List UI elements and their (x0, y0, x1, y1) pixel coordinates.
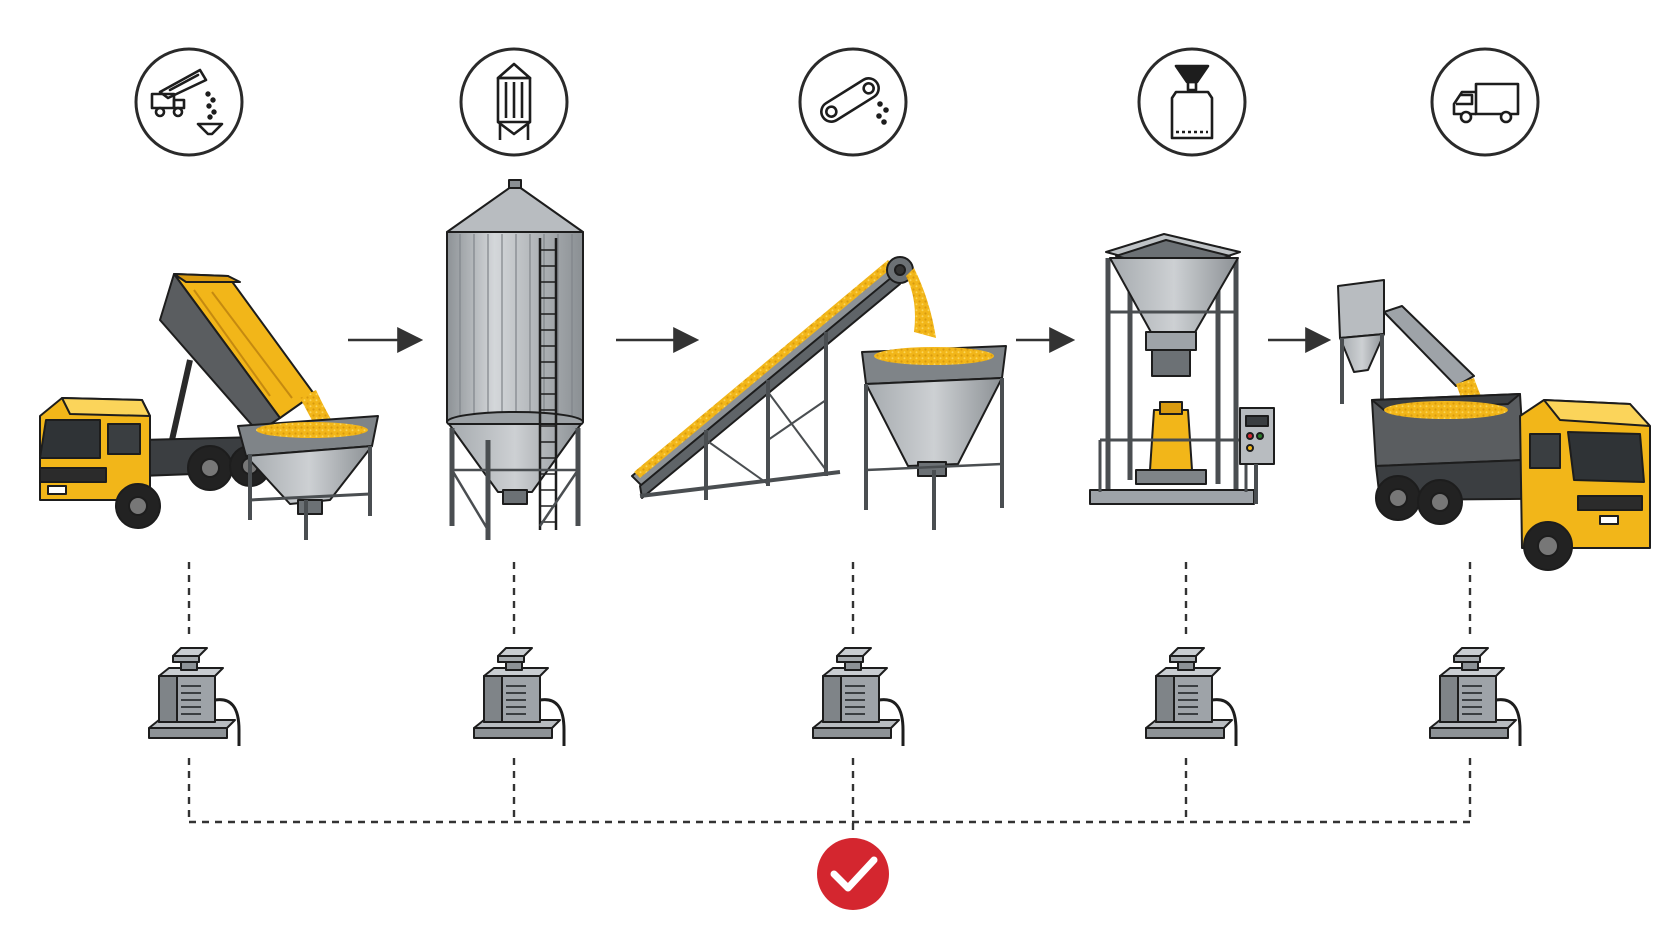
stage-icon-storage (461, 49, 567, 155)
dump-truck-unloading-into-hopper (40, 274, 378, 540)
load-cell-icon (149, 648, 239, 746)
load-cells (149, 648, 1520, 746)
truck-loadout (1338, 280, 1650, 570)
load-cell-icon (813, 648, 903, 746)
stage-icon-unloading (136, 49, 242, 155)
load-cell-icon (1430, 648, 1520, 746)
bagging-machine (1090, 234, 1274, 504)
inclined-belt-conveyor (632, 257, 1006, 530)
load-cell-icon (474, 648, 564, 746)
stage-icon-conveying (800, 49, 906, 155)
load-cell-icon (1146, 648, 1236, 746)
grain-silo (447, 180, 583, 540)
verification-check (817, 838, 889, 910)
stage-icon-bagging (1139, 49, 1245, 155)
stage-icon-loadout (1432, 49, 1538, 155)
